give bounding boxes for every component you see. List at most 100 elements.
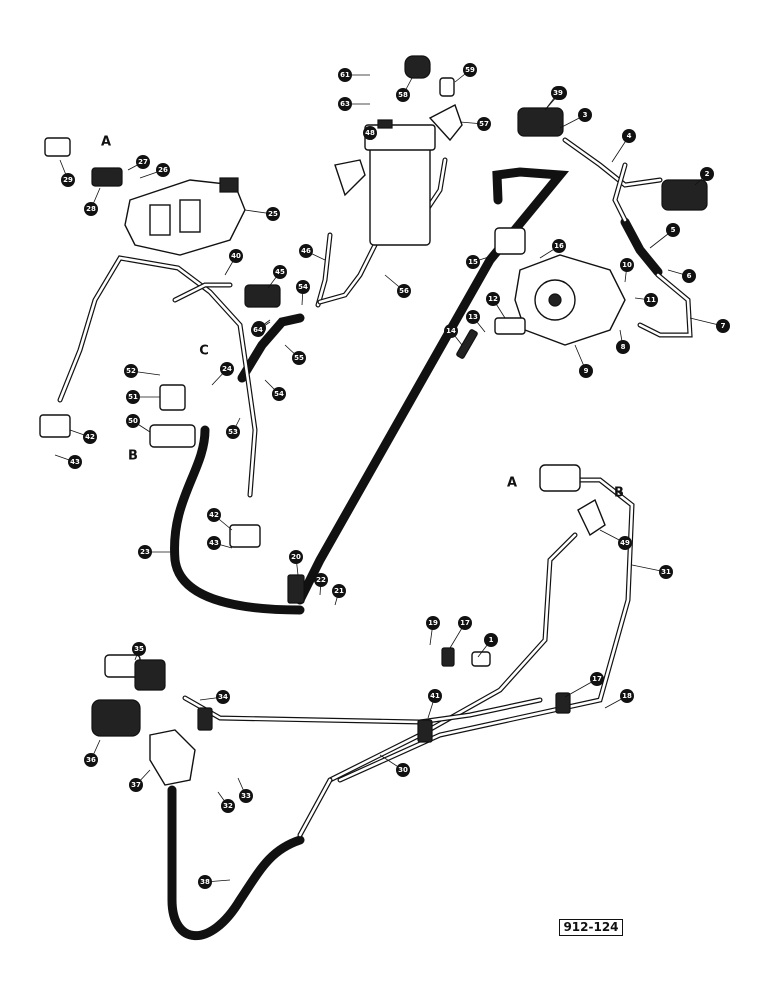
callout-circle bbox=[251, 323, 265, 337]
callout-c64: 64 bbox=[251, 323, 265, 337]
callout-circle bbox=[198, 875, 212, 889]
callout-c2b: 2 bbox=[700, 167, 714, 181]
hose-55 bbox=[237, 313, 305, 383]
callout-number: 33 bbox=[241, 792, 251, 800]
callout-circle bbox=[338, 97, 352, 111]
callout-number: 63 bbox=[340, 100, 350, 108]
callout-circle bbox=[486, 292, 500, 306]
callout-c34: 34 bbox=[216, 690, 230, 704]
callout-number: 24 bbox=[222, 365, 232, 373]
fitting-42-left bbox=[39, 414, 71, 438]
callout-circle bbox=[578, 108, 592, 122]
hydraulic-pump bbox=[514, 254, 626, 346]
callout-c17b: 17 bbox=[590, 672, 604, 686]
callout-number: 58 bbox=[398, 91, 408, 99]
callout-c35: 35 bbox=[132, 642, 146, 656]
callout-circle bbox=[129, 778, 143, 792]
callout-number: 16 bbox=[554, 242, 564, 250]
fitting-15 bbox=[494, 227, 526, 255]
callout-circle bbox=[644, 293, 658, 307]
drawing-code-label: 912-124 bbox=[559, 919, 623, 936]
callout-c52: 52 bbox=[124, 364, 138, 378]
callout-circle bbox=[477, 117, 491, 131]
callout-c49: 49 bbox=[618, 536, 632, 550]
callout-circle bbox=[363, 126, 377, 140]
callout-c37: 37 bbox=[129, 778, 143, 792]
callout-circle bbox=[463, 63, 477, 77]
callout-c3: 3 bbox=[578, 108, 592, 122]
tube-4 bbox=[562, 137, 663, 188]
callout-c50: 50 bbox=[126, 414, 140, 428]
callout-number: 59 bbox=[465, 66, 475, 74]
callout-c39: 39 bbox=[551, 86, 565, 100]
callout-number: 1 bbox=[489, 636, 494, 644]
callout-circle bbox=[338, 68, 352, 82]
fitting-42-right bbox=[229, 524, 261, 548]
callout-c24: 24 bbox=[220, 362, 234, 376]
callout-circle bbox=[83, 430, 97, 444]
callout-circle bbox=[466, 310, 480, 324]
callout-circle bbox=[84, 753, 98, 767]
tee-51 bbox=[159, 384, 186, 411]
callout-c12: 12 bbox=[486, 292, 500, 306]
callout-c45: 45 bbox=[273, 265, 287, 279]
callout-number: 54 bbox=[298, 283, 308, 291]
callout-circle bbox=[700, 167, 714, 181]
callout-number: 9 bbox=[584, 367, 589, 375]
callout-c28: 28 bbox=[84, 202, 98, 216]
callout-c15: 15 bbox=[466, 255, 480, 269]
callout-circle bbox=[266, 207, 280, 221]
callout-c16: 16 bbox=[552, 239, 566, 253]
callout-number: 21 bbox=[334, 587, 344, 595]
callout-number: 43 bbox=[209, 539, 219, 547]
callout-circle bbox=[126, 390, 140, 404]
callout-c10: 10 bbox=[620, 258, 634, 272]
callout-circle bbox=[229, 249, 243, 263]
control-valve-25 bbox=[124, 177, 246, 256]
callout-circle bbox=[221, 799, 235, 813]
callout-number: 18 bbox=[622, 692, 632, 700]
clamp-34 bbox=[197, 707, 213, 731]
callout-circle bbox=[132, 642, 146, 656]
callout-circle bbox=[551, 86, 565, 100]
callout-number: 26 bbox=[158, 166, 168, 174]
callout-circle bbox=[590, 672, 604, 686]
callout-c33: 33 bbox=[239, 789, 253, 803]
hose-23 bbox=[170, 425, 305, 615]
callout-number: 56 bbox=[399, 287, 409, 295]
callout-c36: 36 bbox=[84, 753, 98, 767]
callout-c5: 5 bbox=[666, 223, 680, 237]
callout-c53: 53 bbox=[226, 425, 240, 439]
callout-c31: 31 bbox=[659, 565, 673, 579]
callout-number: 28 bbox=[86, 205, 96, 213]
callout-c32: 32 bbox=[221, 799, 235, 813]
callout-number: 45 bbox=[275, 268, 285, 276]
callout-number: 48 bbox=[365, 129, 375, 137]
callout-c38: 38 bbox=[198, 875, 212, 889]
callout-number: 37 bbox=[131, 781, 141, 789]
callout-c56: 56 bbox=[397, 284, 411, 298]
callout-circle bbox=[273, 265, 287, 279]
callout-circle bbox=[207, 508, 221, 522]
callout-c4: 4 bbox=[622, 129, 636, 143]
callout-circle bbox=[396, 88, 410, 102]
callout-c51: 51 bbox=[126, 390, 140, 404]
callout-c19: 19 bbox=[426, 616, 440, 630]
callout-c7: 7 bbox=[716, 319, 730, 333]
callout-c40: 40 bbox=[229, 249, 243, 263]
callout-c27: 27 bbox=[136, 155, 150, 169]
callout-c43a: 43 bbox=[68, 455, 82, 469]
callout-c41: 41 bbox=[428, 689, 442, 703]
hose-fitting-2-right bbox=[661, 179, 708, 211]
callout-c26: 26 bbox=[156, 163, 170, 177]
callout-c46: 46 bbox=[299, 244, 313, 258]
callout-number: 17 bbox=[592, 675, 602, 683]
callout-c42b: 42 bbox=[207, 508, 221, 522]
callout-c54a: 54 bbox=[296, 280, 310, 294]
callout-c17a: 17 bbox=[458, 616, 472, 630]
ref-letter-b-left: B bbox=[128, 449, 138, 464]
callout-number: 52 bbox=[126, 367, 136, 375]
clip-17-left bbox=[441, 647, 455, 667]
callout-number: 55 bbox=[294, 354, 304, 362]
callout-number: 42 bbox=[85, 433, 95, 441]
